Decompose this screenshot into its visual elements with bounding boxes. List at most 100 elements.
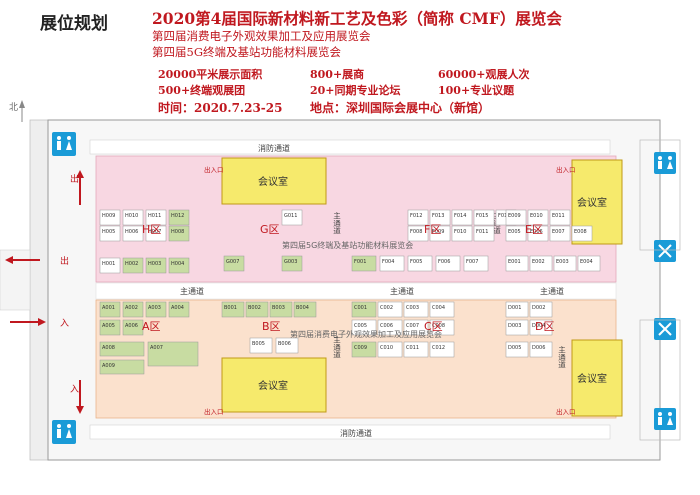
booth-e005[interactable]: E005: [505, 225, 527, 242]
booth-h008[interactable]: H008: [168, 225, 190, 242]
booth-a001[interactable]: A001: [99, 301, 121, 318]
booth-f013[interactable]: F013: [429, 209, 451, 226]
main-passage-label-2: 主通道: [390, 286, 414, 296]
booth-a004[interactable]: A004: [168, 301, 190, 318]
booth-c002[interactable]: C002: [377, 301, 403, 318]
booth-d001[interactable]: D001: [505, 301, 529, 318]
booth-g007[interactable]: G007: [223, 255, 245, 272]
event-venue: 地点：深圳国际会展中心（新馆）: [310, 101, 491, 115]
booth-c009[interactable]: C009: [351, 341, 377, 358]
booth-h001[interactable]: H001: [99, 257, 121, 274]
booth-h011[interactable]: H011: [145, 209, 167, 226]
booth-f012[interactable]: F012: [407, 209, 429, 226]
meeting-room-top-left[interactable]: 会议室: [221, 157, 327, 205]
booth-c010[interactable]: C010: [377, 341, 403, 358]
booth-f005[interactable]: F005: [407, 255, 433, 272]
svg-text:出: 出: [70, 173, 79, 185]
booth-b005[interactable]: B005: [249, 337, 273, 354]
booth-b002[interactable]: B002: [245, 301, 269, 318]
booth-h009[interactable]: H009: [99, 209, 121, 226]
booth-f008[interactable]: F008: [407, 225, 429, 242]
booth-f015[interactable]: F015: [473, 209, 495, 226]
booth-e010[interactable]: E010: [527, 209, 549, 226]
svg-text:会议室: 会议室: [258, 379, 288, 392]
booth-c004[interactable]: C004: [429, 301, 455, 318]
booth-f007[interactable]: F007: [463, 255, 489, 272]
booth-c012[interactable]: C012: [429, 341, 455, 358]
booth-e004[interactable]: E004: [577, 255, 601, 272]
main-passage-horizontal: [95, 282, 617, 300]
booth-h005[interactable]: H005: [99, 225, 121, 242]
booth-label: H011: [148, 213, 161, 219]
booth-b004[interactable]: B004: [293, 301, 317, 318]
event-time: 时间：2020.7.23-25: [158, 101, 283, 115]
main-passage-vertical-bottom-2: 主通道: [557, 345, 566, 370]
booth-label: D004: [532, 323, 545, 329]
meeting-room-bottom-right[interactable]: 会议室: [571, 339, 623, 417]
booth-c003[interactable]: C003: [403, 301, 429, 318]
booth-f009[interactable]: F009: [429, 225, 451, 242]
booth-e002[interactable]: E002: [529, 255, 553, 272]
booth-a005[interactable]: A005: [99, 319, 121, 336]
booth-e003[interactable]: E003: [553, 255, 577, 272]
booth-f006[interactable]: F006: [435, 255, 461, 272]
booth-d006[interactable]: D006: [529, 341, 553, 358]
stat-exhibitors: 800+展商: [310, 68, 365, 81]
booth-c007[interactable]: C007: [403, 319, 429, 336]
booth-a007[interactable]: A007: [147, 341, 199, 367]
booth-f011[interactable]: F011: [473, 225, 495, 242]
booth-label: F010: [454, 229, 466, 235]
booth-c005[interactable]: C005: [351, 319, 377, 336]
zone-c-label: C区: [424, 320, 443, 333]
booth-h002[interactable]: H002: [122, 257, 144, 274]
booth-label: C009: [354, 345, 367, 351]
booth-b001[interactable]: B001: [221, 301, 245, 318]
booth-c011[interactable]: C011: [403, 341, 429, 358]
booth-label: B004: [296, 305, 309, 311]
booth-e008[interactable]: E008: [571, 225, 593, 242]
booth-e009[interactable]: E009: [505, 209, 527, 226]
booth-g003[interactable]: G003: [281, 255, 303, 272]
booth-h007[interactable]: H007: [145, 225, 167, 242]
booth-d005[interactable]: D005: [505, 341, 529, 358]
booth-label: F004: [382, 259, 394, 265]
booth-c006[interactable]: C006: [377, 319, 403, 336]
booth-h010[interactable]: H010: [122, 209, 144, 226]
booth-label: E003: [556, 259, 569, 265]
booth-d004[interactable]: D004: [529, 319, 553, 336]
booth-c008[interactable]: C008: [429, 319, 455, 336]
exit-entrance-label-1: 出入口: [204, 165, 224, 174]
booth-label: F015: [476, 213, 488, 219]
booth-label: C005: [354, 323, 367, 329]
booth-a002[interactable]: A002: [122, 301, 144, 318]
booth-e011[interactable]: E011: [549, 209, 571, 226]
booth-c001[interactable]: C001: [351, 301, 377, 318]
svg-text:入: 入: [60, 318, 69, 329]
booth-d002[interactable]: D002: [529, 301, 553, 318]
booth-e001[interactable]: E001: [505, 255, 529, 272]
booth-a009[interactable]: A009: [99, 359, 145, 375]
booth-b006[interactable]: B006: [275, 337, 299, 354]
booth-a008[interactable]: A008: [99, 341, 145, 357]
booth-f014[interactable]: F014: [451, 209, 473, 226]
zone-d-label: D区: [535, 320, 554, 333]
booth-f004[interactable]: F004: [379, 255, 405, 272]
booth-d003[interactable]: D003: [505, 319, 529, 336]
booth-h003[interactable]: H003: [145, 257, 167, 274]
booth-e007[interactable]: E007: [549, 225, 571, 242]
right-wing-bottom: [639, 319, 681, 441]
booth-a003[interactable]: A003: [145, 301, 167, 318]
booth-a006[interactable]: A006: [122, 319, 144, 336]
booth-f010[interactable]: F010: [451, 225, 473, 242]
booth-h004[interactable]: H004: [168, 257, 190, 274]
booth-g011[interactable]: G011: [281, 209, 303, 226]
fire-passage-label-bottom: 消防通道: [340, 428, 372, 438]
booth-e006[interactable]: E006: [527, 225, 549, 242]
meeting-room-bottom-left[interactable]: 会议室: [221, 357, 327, 413]
booth-f001[interactable]: F001: [351, 255, 377, 272]
booth-h012[interactable]: H012: [168, 209, 190, 226]
booth-h006[interactable]: H006: [122, 225, 144, 242]
booth-label: E005: [508, 229, 521, 235]
compass: 北: [9, 100, 25, 122]
booth-b003[interactable]: B003: [269, 301, 293, 318]
